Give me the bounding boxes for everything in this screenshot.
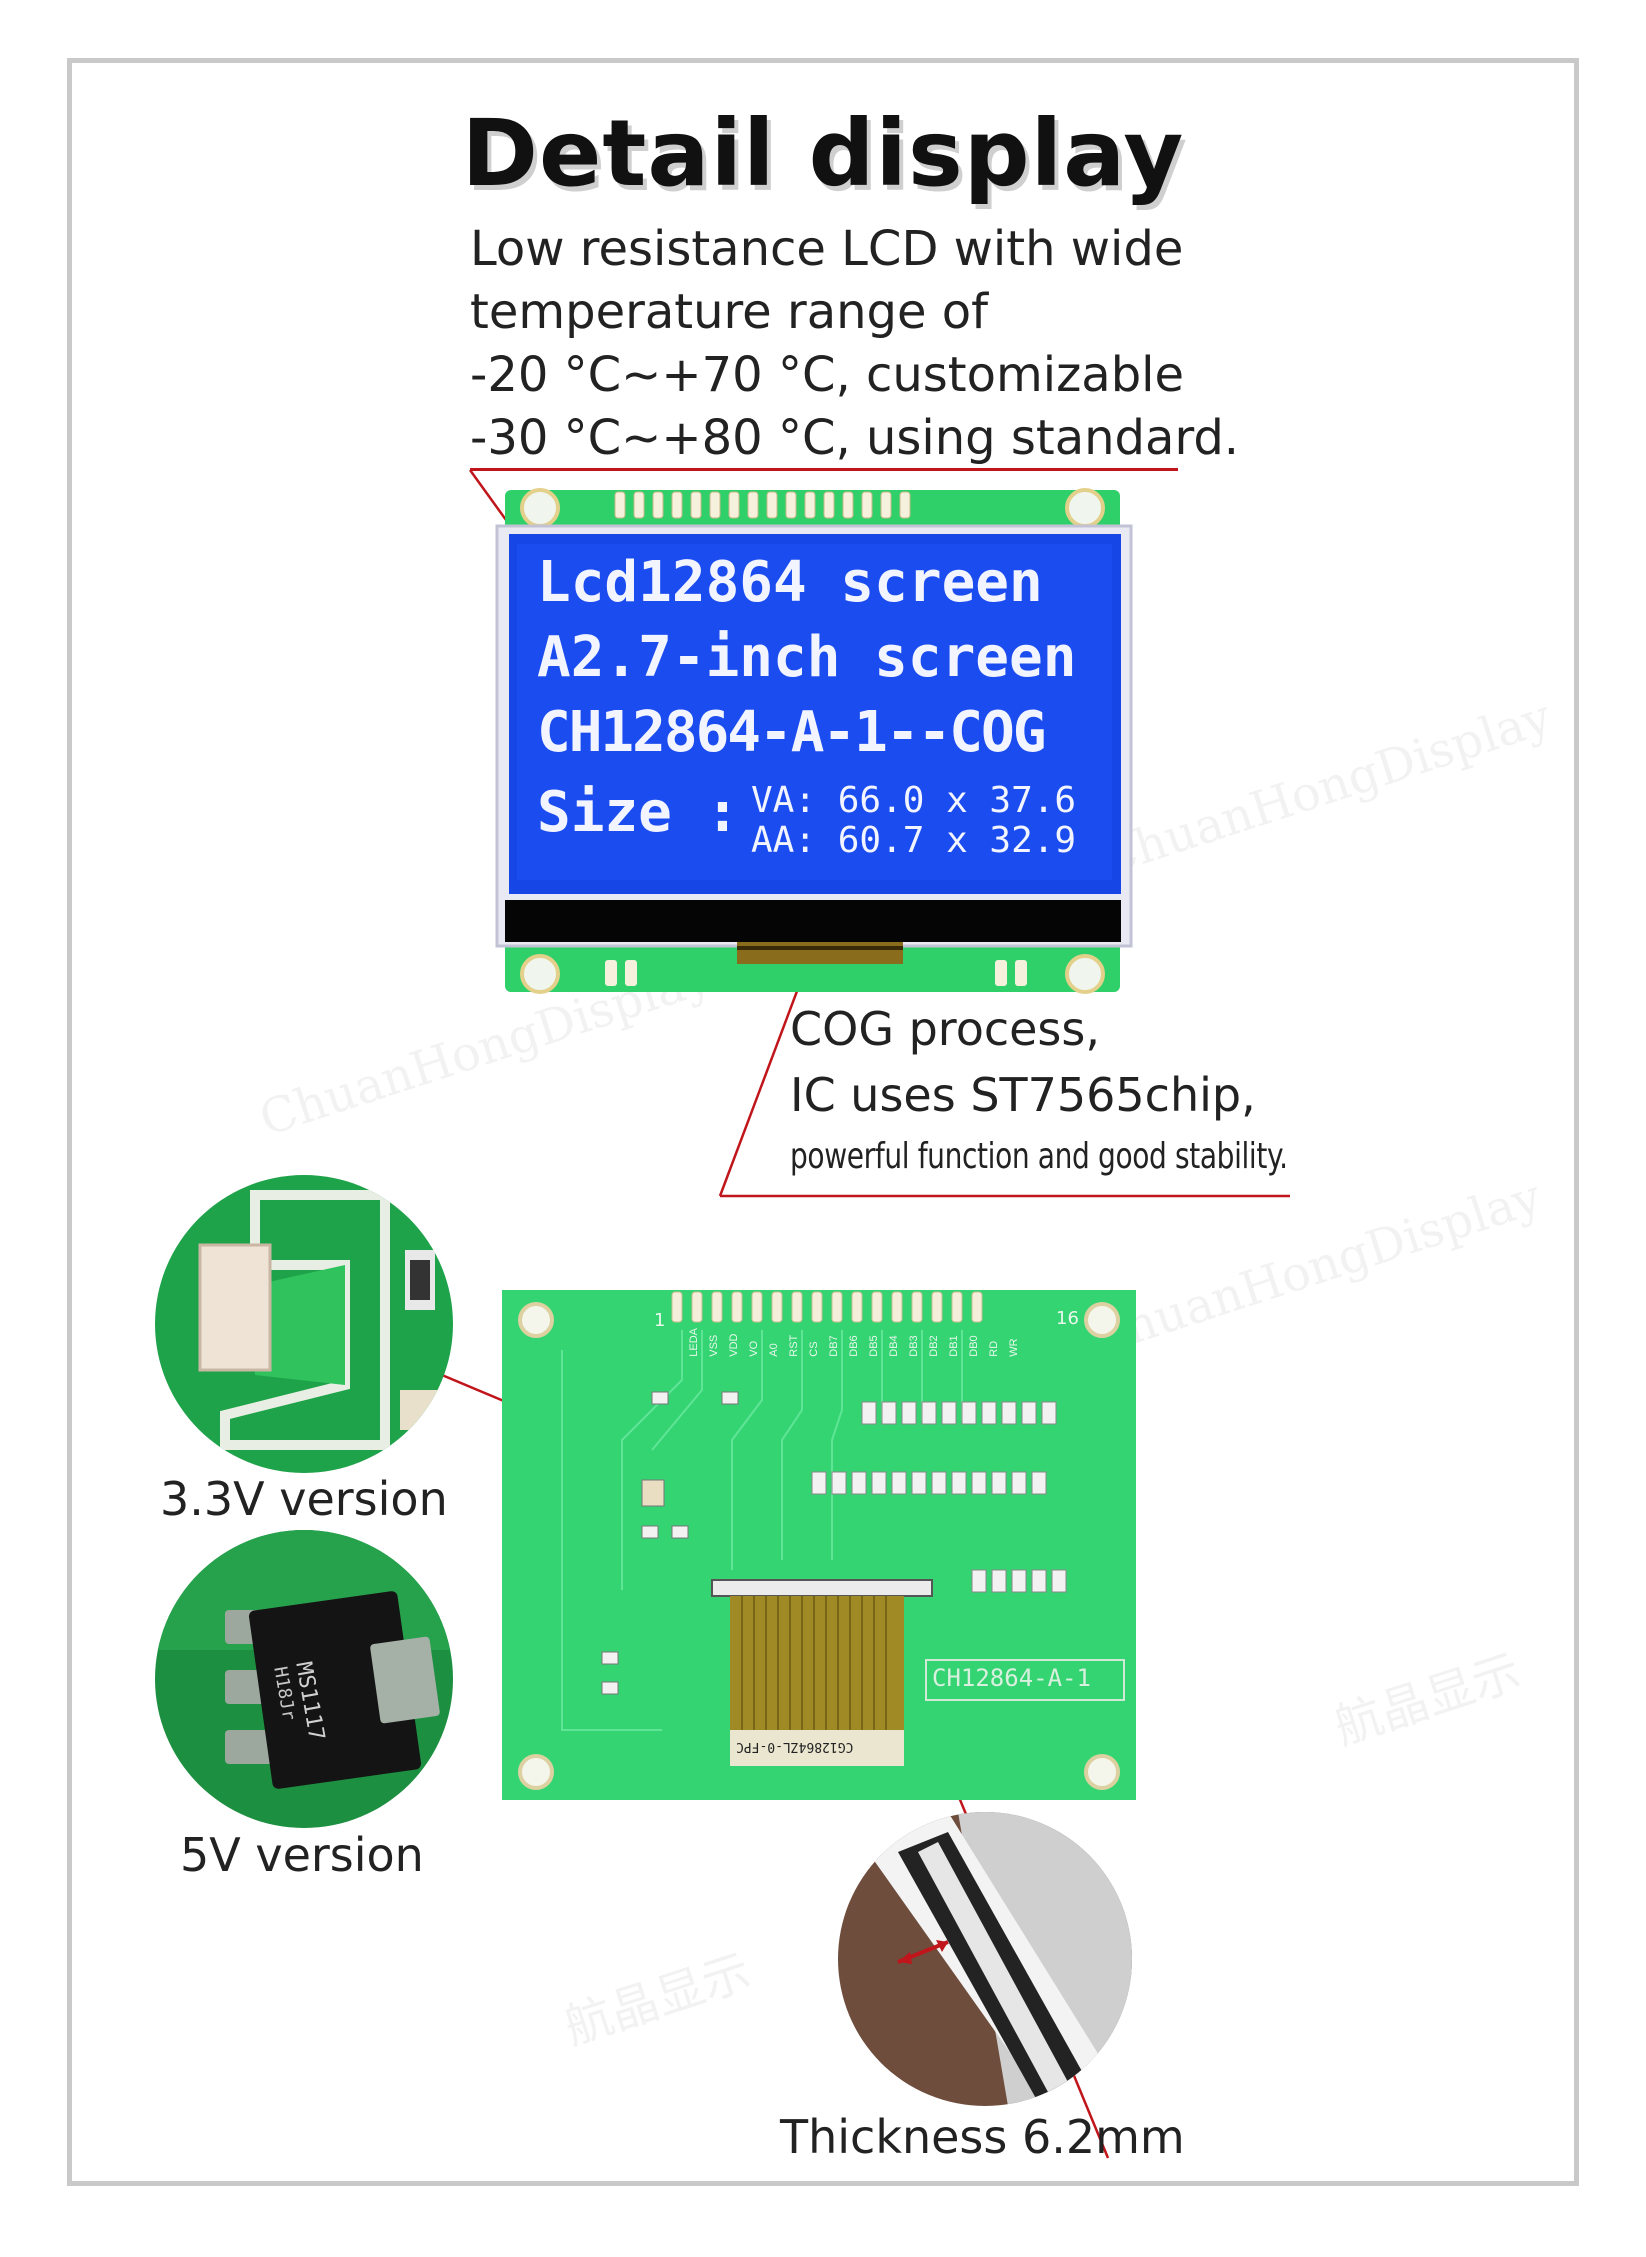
pin-labels: LEDA VSS VDD VO A0 RST CS DB7 DB6 DB5 DB… — [688, 1328, 1028, 1357]
pin-start-label: 1 — [654, 1310, 666, 1331]
pin-label: DB3 — [908, 1335, 920, 1357]
pin-label: RD — [988, 1340, 1000, 1357]
pcb-back-graphic — [502, 1290, 1136, 1800]
cog-line-1: COG process, — [790, 1002, 1100, 1056]
thickness-caption: Thickness 6.2mm — [780, 2110, 1185, 2164]
pin-end-label: 16 — [1056, 1308, 1079, 1329]
lcd-size-label: Size : — [537, 780, 740, 845]
description-underline — [470, 468, 1178, 471]
cog-callout: COG process, IC uses ST7565chip, powerfu… — [790, 996, 1428, 1186]
pin-label: VO — [748, 1340, 760, 1357]
version-5-closeup: MS1117 H18Jr — [155, 1530, 453, 1828]
page-title: Detail display — [461, 100, 1185, 207]
description-line: -30 °C~+80 °C, using standard. — [470, 410, 1240, 466]
pin-label: DB5 — [868, 1335, 880, 1357]
thickness-closeup — [838, 1812, 1132, 2106]
regulator-33-graphic — [155, 1175, 453, 1473]
version-33-caption: 3.3V version — [160, 1472, 448, 1526]
pin-label: DB0 — [968, 1335, 980, 1357]
lcd-line-1: Lcd12864 screen — [537, 550, 1043, 615]
lcd-line-2: A2.7-inch screen — [537, 625, 1077, 690]
lcd-size-aa: AA: 60.7 x 32.9 — [751, 820, 1077, 861]
pin-label: WR — [1008, 1338, 1020, 1357]
pcb-back-view: CH12864-A-1 CG12864ZL-0-FPC 1 16 LEDA VS… — [502, 1290, 1136, 1800]
lcd-module-graphic — [495, 488, 1133, 994]
pin-label: CS — [808, 1341, 820, 1357]
lcd-module-front: Lcd12864 screen A2.7-inch screen CH12864… — [495, 488, 1133, 994]
cog-line-3: powerful function and good stability. — [790, 1136, 1288, 1177]
lcd-size-va: VA: 66.0 x 37.6 — [751, 780, 1077, 821]
pcb-model-label: CH12864-A-1 — [932, 1664, 1091, 1692]
description-line: temperature range of — [470, 284, 989, 340]
pin-label: DB4 — [888, 1335, 900, 1357]
pin-label: VSS — [708, 1334, 720, 1357]
fpc-label: CG12864ZL-0-FPC — [736, 1739, 854, 1754]
thickness-graphic — [838, 1812, 1132, 2106]
pin-label: RST — [788, 1334, 800, 1357]
cog-line-2: IC uses ST7565chip, — [790, 1068, 1256, 1122]
pin-label: LEDA — [688, 1328, 700, 1357]
version-33-closeup — [155, 1175, 453, 1473]
pin-label: VDD — [728, 1333, 740, 1357]
pin-label: DB6 — [848, 1335, 860, 1357]
pin-label: DB1 — [948, 1335, 960, 1357]
description-line: -20 °C~+70 °C, customizable — [470, 347, 1185, 403]
temperature-description: Low resistance LCD with wide temperature… — [470, 218, 1240, 470]
regulator-5-graphic — [155, 1530, 453, 1828]
lcd-line-3: CH12864-A-1--COG — [537, 700, 1046, 765]
pin-label: DB2 — [928, 1335, 940, 1357]
page-frame — [67, 58, 1579, 2186]
version-5-caption: 5V version — [180, 1828, 424, 1882]
description-line: Low resistance LCD with wide — [470, 221, 1184, 277]
pin-label: DB7 — [828, 1335, 840, 1357]
pin-label: A0 — [768, 1343, 780, 1357]
